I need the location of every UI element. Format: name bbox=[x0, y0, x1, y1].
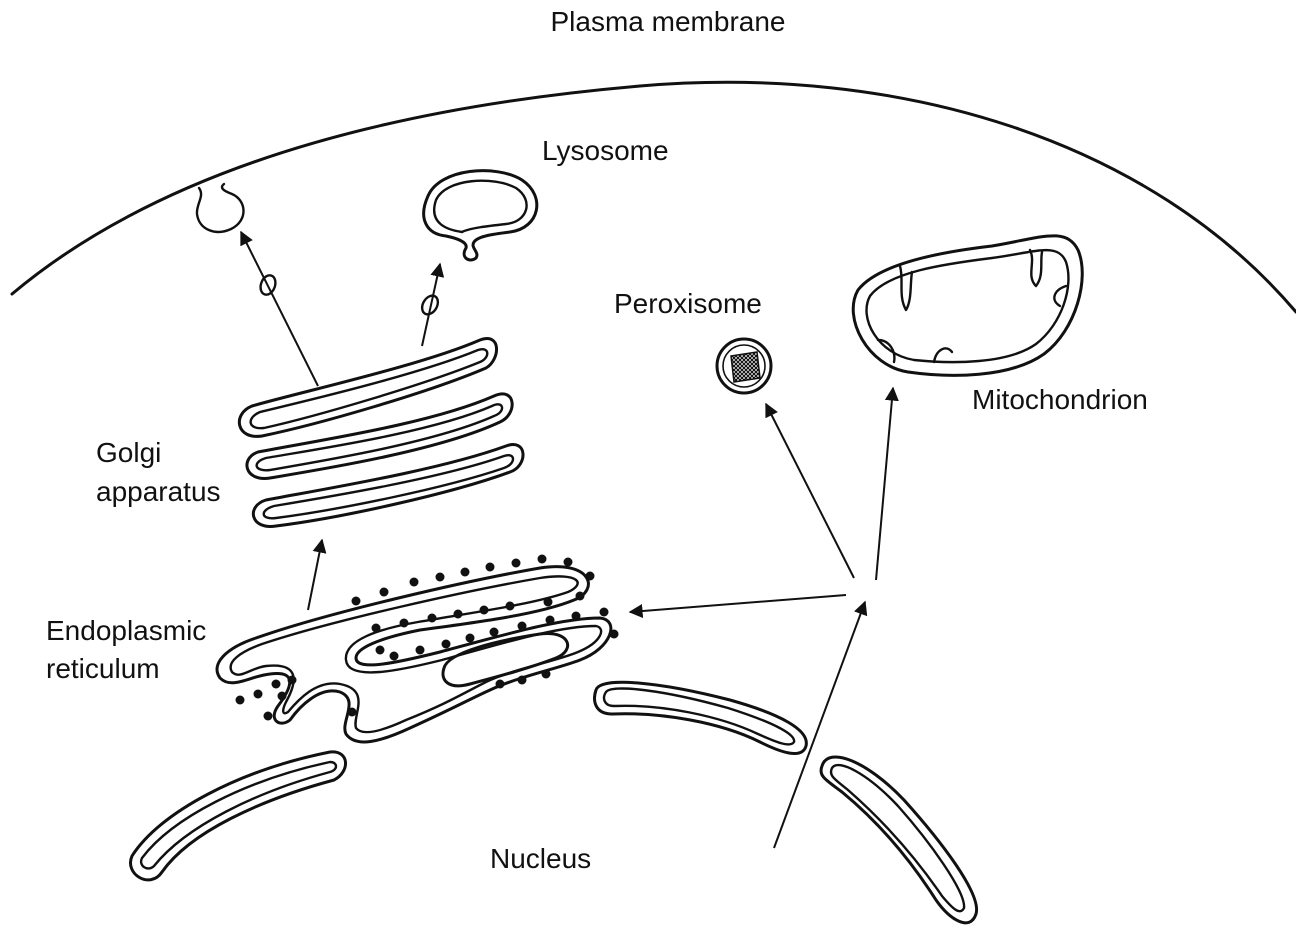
label-peroxisome: Peroxisome bbox=[614, 288, 762, 319]
arrow-to-er bbox=[630, 595, 846, 612]
plasma-membrane bbox=[12, 82, 1296, 312]
mitochondrion-shape bbox=[853, 236, 1082, 376]
arrow-nucleus-origin bbox=[774, 602, 865, 848]
label-lysosome: Lysosome bbox=[542, 135, 669, 166]
label-mitochondrion: Mitochondrion bbox=[972, 384, 1148, 415]
label-nucleus: Nucleus bbox=[490, 843, 591, 874]
lysosome-inner bbox=[434, 181, 526, 232]
label-golgi-line2: apparatus bbox=[96, 476, 221, 507]
nuclear-envelope bbox=[130, 682, 976, 923]
arrow-golgi-to-membrane bbox=[241, 232, 318, 386]
arrow-er-to-golgi bbox=[308, 540, 322, 610]
arrow-to-peroxisome bbox=[766, 404, 854, 578]
golgi-apparatus bbox=[239, 339, 523, 527]
peroxisome-crystalloid bbox=[731, 352, 760, 382]
endoplasmic-reticulum bbox=[217, 567, 611, 742]
label-er-line2: reticulum bbox=[46, 653, 160, 684]
arrow-to-mitochondrion bbox=[876, 388, 893, 580]
lysosome-shape bbox=[424, 171, 537, 260]
transport-arrows bbox=[241, 232, 893, 848]
label-plasma-membrane: Plasma membrane bbox=[551, 6, 786, 37]
label-golgi-line1: Golgi bbox=[96, 437, 161, 468]
membrane-vesicle bbox=[197, 184, 244, 232]
label-er-line1: Endoplasmic bbox=[46, 615, 206, 646]
